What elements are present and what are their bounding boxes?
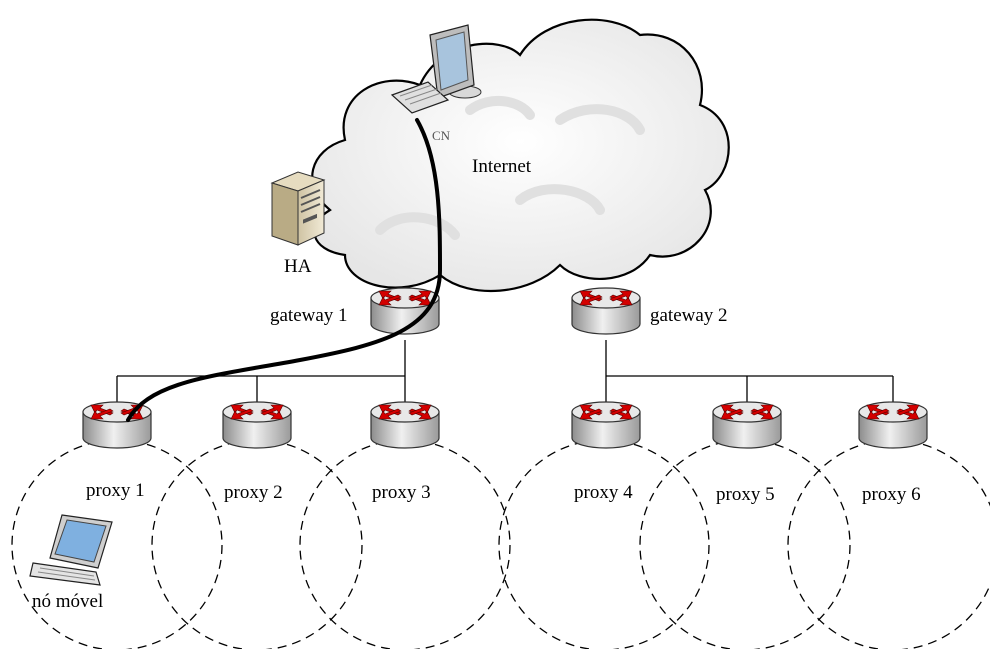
proxy-6-router-icon [858,401,928,449]
proxy-3-label: proxy 3 [372,482,431,503]
proxy-1-label: proxy 1 [86,480,145,501]
proxy-4-label: proxy 4 [574,482,633,503]
proxy-5-label: proxy 5 [716,484,775,505]
coverage-area-proxy-6 [787,439,990,649]
proxy-5-router-icon [712,401,782,449]
coverage-area-proxy-1 [11,439,223,649]
proxy-3-router-icon [370,401,440,449]
mobile-node-laptop-icon [29,514,113,586]
proxy-1-router-icon [82,401,152,449]
network-links [116,340,894,402]
proxy-4-router-icon [571,401,641,449]
cn-label: CN [432,128,451,143]
ha-label: HA [284,256,312,277]
proxy-2-router-icon [222,401,292,449]
coverage-area-proxy-3 [299,439,511,649]
tunnel-path [126,118,443,422]
correspondent-node-computer-icon [390,24,482,114]
gateway-2-router-icon [571,287,641,335]
gateway-1-label: gateway 1 [270,305,348,326]
coverage-area-proxy-2 [151,439,363,649]
coverage-area-proxy-4 [498,439,710,649]
mobile-node-label: nó móvel [32,591,103,612]
proxy-2-label: proxy 2 [224,482,283,503]
gateway-2-label: gateway 2 [650,305,728,326]
proxy-6-label: proxy 6 [862,484,921,505]
coverage-area-proxy-5 [639,439,851,649]
coverage-areas [11,439,990,649]
internet-label: Internet [472,156,532,177]
home-agent-server-icon [270,171,326,246]
